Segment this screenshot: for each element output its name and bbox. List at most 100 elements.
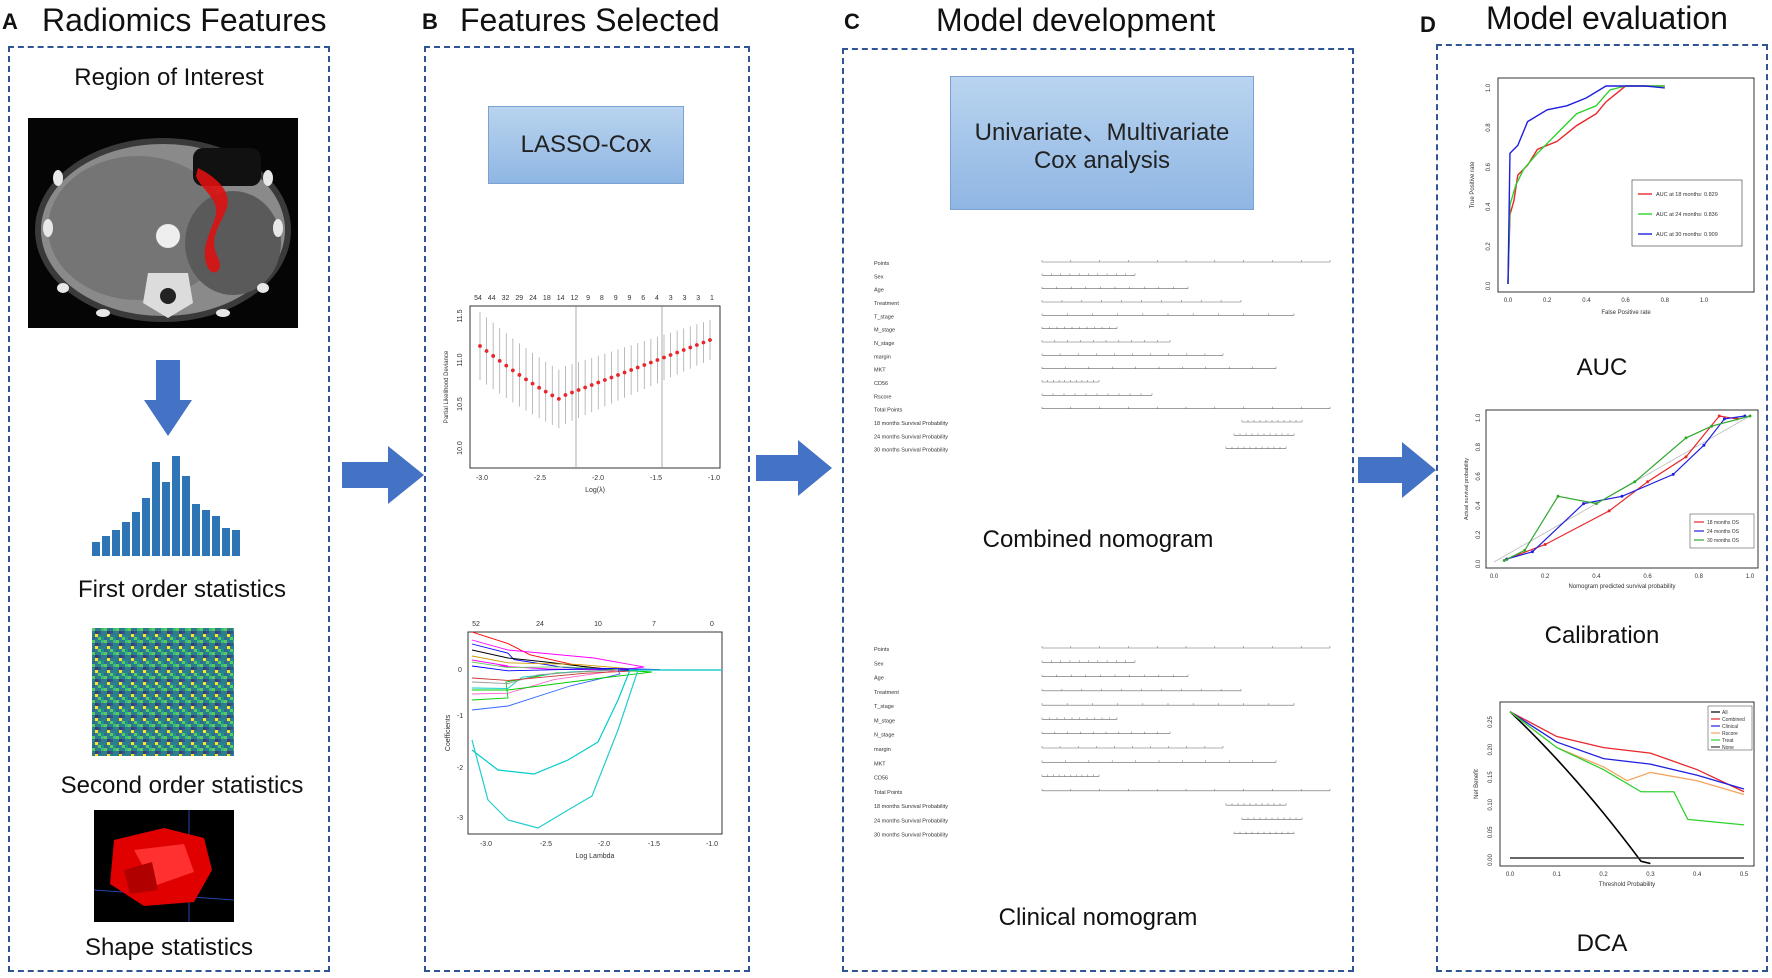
calibration-point — [1748, 414, 1752, 418]
x-tick-label: -1.0 — [708, 475, 720, 482]
panel-a-letter: A — [2, 9, 18, 34]
nomogram-row-label: margin — [874, 747, 891, 753]
cv-point — [556, 397, 561, 401]
panel-c-box — [842, 48, 1354, 972]
top-tick-label: 32 — [502, 295, 510, 302]
y-tick-label: 0.0 — [1476, 559, 1482, 568]
cv-point — [497, 358, 502, 363]
legend-box — [1631, 179, 1743, 247]
panel-b-box — [424, 46, 750, 972]
plot-frame — [467, 631, 723, 835]
y-tick-label: 0 — [458, 667, 462, 674]
plot-frame — [469, 305, 721, 469]
top-tick-label: 9 — [614, 295, 618, 302]
calibration-point — [1556, 494, 1560, 498]
legend-text: None — [1722, 745, 1734, 751]
calibration-point — [1523, 548, 1527, 552]
calibration-point — [1684, 436, 1688, 440]
y-axis-label: Coefficients — [445, 714, 452, 751]
cv-point — [602, 378, 607, 382]
legend-text: AUC at 30 months: 0.909 — [1656, 232, 1718, 238]
panel-d-letter: D — [1420, 12, 1436, 37]
coef-path-large — [471, 669, 722, 829]
legend-text: Clinical — [1722, 724, 1738, 730]
x-tick-label: 1.0 — [1700, 298, 1709, 304]
x-tick-label: 0.2 — [1543, 298, 1552, 304]
cox-analysis-box: Univariate、Multivariate Cox analysis — [950, 76, 1254, 210]
dca-curve — [1509, 711, 1745, 793]
x-tick-label: 0.4 — [1582, 298, 1591, 304]
down-arrow-icon — [144, 360, 192, 436]
cv-point — [484, 349, 489, 353]
y-tick-label: 0.05 — [1488, 826, 1494, 838]
nomogram-row-label: M_stage — [874, 718, 895, 724]
nomogram-row-label: Age — [874, 676, 884, 682]
y-tick-label: 0.10 — [1488, 798, 1494, 810]
x-axis-label: False Positive rate — [1601, 310, 1651, 316]
x-tick-label: 0.3 — [1646, 872, 1655, 878]
nomogram-row-label: Total Points — [874, 790, 903, 796]
cv-point — [504, 363, 509, 368]
calibration-point — [1722, 417, 1726, 421]
first-order-label: First order statistics — [77, 576, 287, 603]
calibration-point — [1671, 472, 1675, 476]
right-arrow-icon — [1358, 442, 1436, 498]
x-tick-label: -1.5 — [648, 841, 660, 848]
panel-c-title: Model development — [936, 2, 1216, 38]
legend-text: AUC at 24 months: 0.836 — [1656, 212, 1718, 218]
top-tick-label: 4 — [655, 295, 659, 302]
x-tick-label: 0.2 — [1541, 574, 1550, 580]
y-tick-label: 1.0 — [1486, 83, 1492, 92]
y-tick-label: 11.5 — [457, 309, 464, 322]
x-tick-label: 0.5 — [1740, 872, 1749, 878]
x-tick-label: 0.2 — [1599, 872, 1608, 878]
cv-point — [589, 383, 594, 387]
x-tick-label: -1.0 — [706, 841, 718, 848]
nomogram-row-label: Points — [874, 647, 890, 653]
calibration-point — [1717, 414, 1721, 418]
top-tick-label: 24 — [529, 295, 537, 302]
calibration-point — [1530, 550, 1534, 554]
legend-text: Combined — [1722, 717, 1745, 723]
x-axis-label: Log Lambda — [576, 853, 615, 860]
legend-text: 24 months OS — [1707, 529, 1740, 535]
y-tick-label: 10.0 — [457, 441, 464, 455]
coef-path — [471, 631, 722, 671]
cv-point — [655, 358, 660, 362]
cv-point — [596, 380, 601, 385]
y-tick-label: 0.6 — [1486, 162, 1492, 171]
cv-point — [688, 345, 693, 350]
calibration-curve — [1503, 415, 1751, 562]
y-tick-label: 0.00 — [1488, 854, 1494, 866]
clinical-nomogram-chart: PointsSexAgeTreatmentT_stageM_stageN_sta… — [874, 646, 1331, 839]
top-tick-label: 44 — [488, 295, 496, 302]
y-tick-label: 0.15 — [1488, 771, 1494, 783]
cv-point — [524, 377, 528, 382]
y-axis-label: True Positive rate — [1470, 161, 1476, 208]
roi-label: Region of Interest — [74, 64, 264, 91]
dca-label: DCA — [1576, 930, 1628, 957]
cv-point — [537, 385, 542, 390]
y-tick-label: 0.8 — [1486, 123, 1492, 132]
lasso-cox-box: LASSO-Cox — [488, 106, 684, 184]
y-tick-label: 0.2 — [1486, 242, 1492, 251]
y-tick-label: 0.4 — [1486, 202, 1492, 211]
nomogram-row-label: CD56 — [874, 381, 888, 387]
top-tick-label: 18 — [543, 295, 551, 302]
cv-point — [708, 338, 712, 342]
top-tick-label: 6 — [641, 295, 645, 302]
panel-a-box — [8, 46, 330, 972]
y-tick-label: 0.2 — [1476, 530, 1482, 539]
nomogram-row-label: N_stage — [874, 733, 895, 739]
x-axis-label: Threshold Probability — [1599, 882, 1655, 888]
legend-text: 30 months OS — [1707, 538, 1740, 544]
top-tick-label: 9 — [627, 295, 631, 302]
ct-scan-image — [28, 118, 298, 328]
nomogram-row-label: T_stage — [874, 314, 894, 320]
shape-3d-image — [94, 810, 234, 922]
cv-point — [648, 360, 653, 365]
cv-point — [662, 355, 666, 360]
top-tick-label: 3 — [696, 295, 700, 302]
x-tick-label: 0.8 — [1695, 574, 1704, 580]
